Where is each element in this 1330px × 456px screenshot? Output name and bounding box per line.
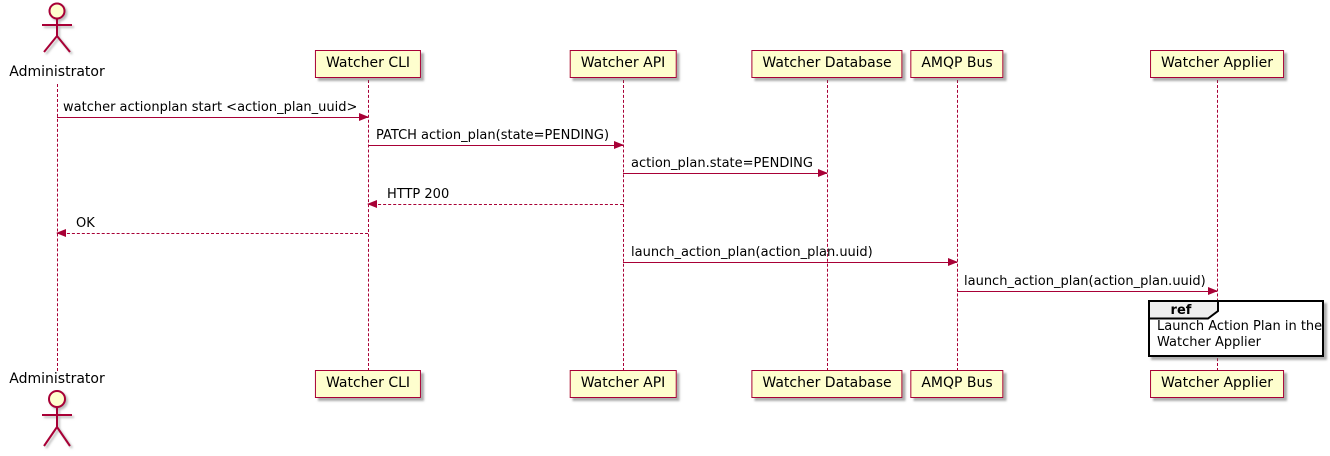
- message-label: watcher actionplan start <action_plan_uu…: [63, 100, 358, 115]
- lifeline-amqp-bus: [957, 80, 958, 371]
- participant-watcher-database-top: Watcher Database: [751, 50, 903, 78]
- arrowhead-icon: [818, 168, 828, 177]
- participant-watcher-cli-top: Watcher CLI: [314, 50, 422, 78]
- ref-fragment: ref Launch Action Plan in the Watcher Ap…: [1148, 300, 1324, 357]
- ref-text: Launch Action Plan in the Watcher Applie…: [1157, 319, 1322, 350]
- message-arrow: [57, 112, 369, 121]
- actor-label-top: Administrator: [9, 64, 105, 80]
- message-label: action_plan.state=PENDING: [631, 156, 813, 171]
- arrowhead-icon: [367, 199, 377, 208]
- actor-icon: [42, 390, 72, 447]
- message-label: PATCH action_plan(state=PENDING): [376, 128, 610, 143]
- arrowhead-icon: [1208, 286, 1218, 295]
- message-label: OK: [76, 216, 95, 231]
- participant-amqp-bus-top: AMQP Bus: [910, 50, 1004, 78]
- ref-text-line2: Watcher Applier: [1157, 334, 1261, 350]
- lifeline-watcher-cli: [368, 80, 369, 371]
- arrowhead-icon: [56, 228, 66, 237]
- participant-watcher-database-bottom: Watcher Database: [751, 370, 903, 398]
- lifeline-watcher-database: [827, 80, 828, 371]
- message-label: HTTP 200: [387, 187, 450, 202]
- arrowhead-icon: [359, 112, 369, 121]
- message-arrow: [623, 257, 958, 266]
- participant-watcher-api-bottom: Watcher API: [569, 370, 677, 398]
- ref-pentagon-icon: [1148, 300, 1219, 320]
- participant-amqp-bus-bottom: AMQP Bus: [910, 370, 1004, 398]
- lifeline-administrator: [57, 84, 58, 371]
- lifeline-watcher-api: [623, 80, 624, 371]
- message-label: launch_action_plan(action_plan.uuid): [964, 274, 1206, 289]
- participant-watcher-cli-bottom: Watcher CLI: [314, 370, 422, 398]
- message-arrow: [623, 168, 828, 177]
- message-return-arrow: [56, 228, 368, 237]
- lifeline-watcher-applier: [1217, 80, 1218, 371]
- participant-watcher-applier-bottom: Watcher Applier: [1150, 370, 1284, 398]
- message-arrow: [368, 140, 624, 149]
- participant-watcher-api-top: Watcher API: [569, 50, 677, 78]
- message-return-arrow: [367, 199, 623, 208]
- message-arrow: [957, 286, 1218, 295]
- actor-icon: [42, 2, 72, 53]
- arrowhead-icon: [948, 257, 958, 266]
- participant-watcher-applier-top: Watcher Applier: [1150, 50, 1284, 78]
- ref-keyword: ref: [1170, 303, 1192, 318]
- ref-text-line1: Launch Action Plan in the: [1157, 319, 1323, 334]
- arrowhead-icon: [614, 140, 624, 149]
- actor-label-bottom: Administrator: [9, 371, 105, 387]
- message-label: launch_action_plan(action_plan.uuid): [631, 245, 873, 260]
